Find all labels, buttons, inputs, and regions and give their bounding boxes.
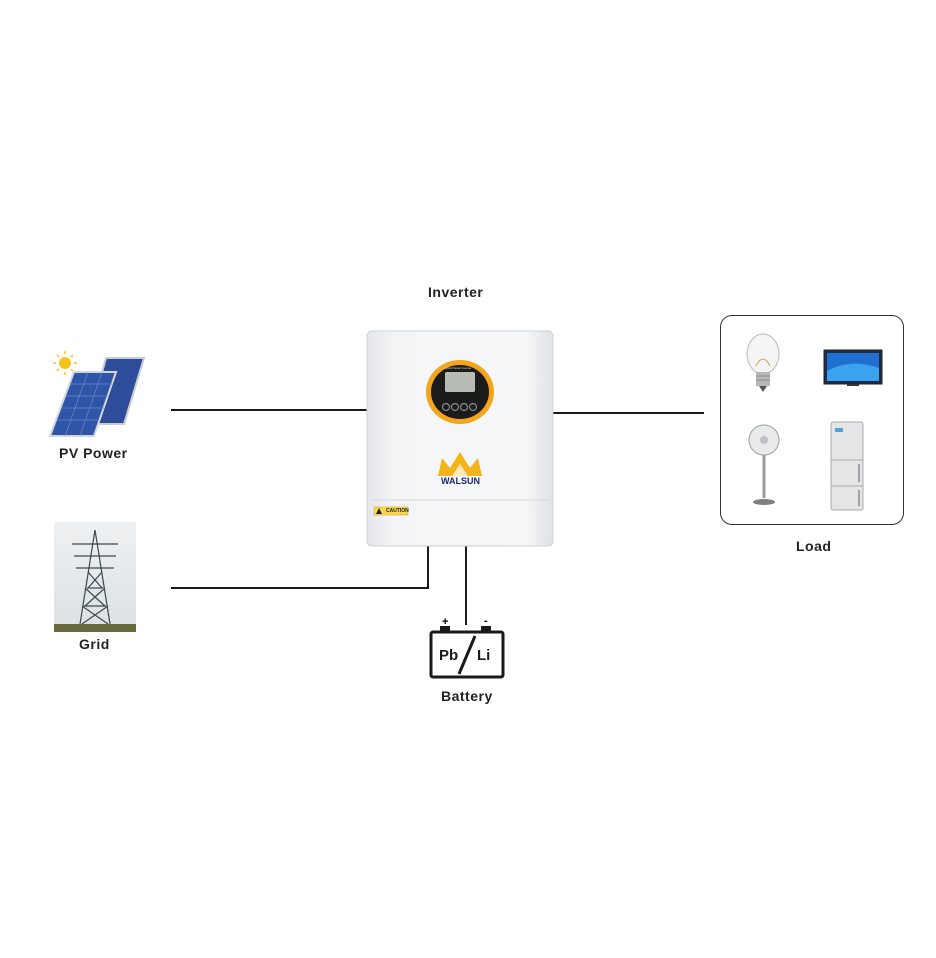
pv-power-label: PV Power [59, 445, 128, 461]
fan-icon [748, 424, 780, 505]
battery-minus-sign: - [484, 615, 488, 627]
load-box [720, 315, 904, 525]
inverter-body [366, 330, 554, 547]
grid-label: Grid [79, 636, 110, 652]
transmission-tower-icon [72, 529, 118, 625]
pv-panel-image [44, 346, 148, 438]
refrigerator-icon [830, 421, 864, 511]
sun-icon [53, 351, 77, 375]
battery-type-li: Li [477, 647, 491, 664]
grid-to-inverter-line [171, 545, 429, 589]
battery-type-pb: Pb [439, 647, 459, 664]
inverter-display-title: Hybrid Solar Inverter [444, 366, 472, 370]
battery-label: Battery [441, 688, 493, 704]
inverter-device: Hybrid Solar Inverter WALSUN CAUTION [366, 330, 554, 547]
tv-icon [823, 349, 883, 386]
light-bulb-icon [746, 333, 780, 392]
load-label: Load [796, 538, 832, 554]
inverter-label: Inverter [428, 284, 484, 300]
battery-icon: + - Pb Li [429, 615, 505, 680]
caution-sticker-text: CAUTION [386, 508, 409, 514]
lcd-screen [445, 372, 475, 392]
brand-name: WALSUN [441, 476, 480, 486]
grid-tower-image [54, 522, 136, 632]
battery-plus-sign: + [442, 616, 449, 628]
